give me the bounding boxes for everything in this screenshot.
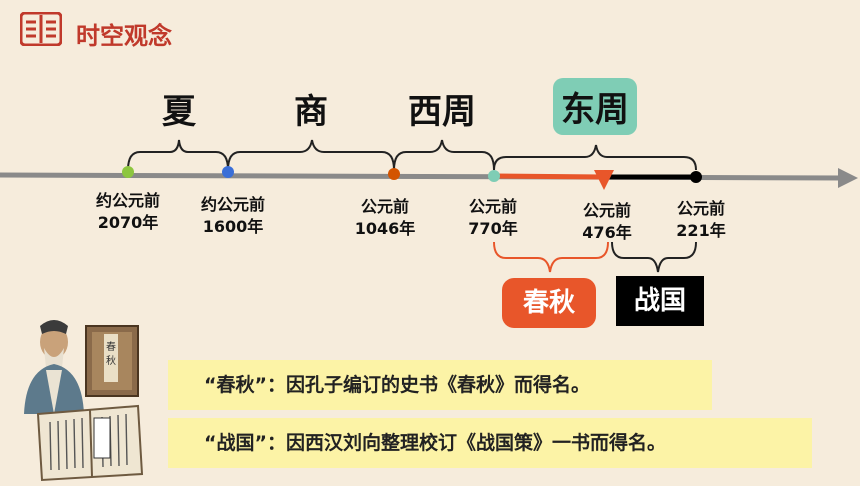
node-476-marker [594,170,614,190]
svg-text:秋: 秋 [106,354,116,367]
note-zhanguo: “战国”：因西汉刘向整理校订《战国策》一书而得名。 [168,418,812,468]
node-2070 [122,166,134,178]
brace-xizhou [393,139,495,171]
node-770 [488,170,500,182]
date-prefix: 公元前 [360,197,409,216]
dynasty-dongzhou: 东周 [553,78,637,135]
brace-xia [127,139,229,171]
timeline-axis [0,172,846,181]
brace-shang [227,139,395,171]
svg-text:春: 春 [106,341,116,353]
timeline-arrow-icon [838,168,858,188]
date-prefix: 约公元前 [200,195,265,214]
date-year: 1046年 [354,219,416,238]
period-zhanguo-box: 战国 [616,276,704,326]
dynasty-xizhou: 西周 [408,92,476,132]
date-prefix: 约公元前 [95,191,160,210]
confucius-portrait [16,318,90,414]
dynasty-xia: 夏 [162,92,196,132]
header: 时空观念 [0,0,860,60]
brace-chunqiu [493,241,609,273]
node-1046 [388,168,400,180]
date-2070: 约公元前 2070年 [83,190,173,234]
node-221 [690,171,702,183]
date-year: 2070年 [97,213,159,232]
date-prefix: 公元前 [468,197,517,216]
date-221: 公元前 221年 [656,198,746,242]
date-year: 1600年 [202,217,264,236]
date-year: 770年 [468,219,518,238]
dynasty-shang: 商 [294,92,328,132]
ancient-book-standing: 春 秋 [84,324,140,398]
date-1600: 约公元前 1600年 [188,194,278,238]
ancient-book-open [34,404,144,482]
chunqiu-segment [493,173,605,180]
brace-zhanguo [611,241,697,273]
date-1046: 公元前 1046年 [340,196,430,240]
date-476: 公元前 476年 [562,200,652,244]
date-prefix: 公元前 [582,201,631,220]
date-year: 221年 [676,221,726,240]
book-icon [19,11,63,47]
date-year: 476年 [582,223,632,242]
brace-dongzhou [493,144,697,171]
date-prefix: 公元前 [676,199,725,218]
date-770: 公元前 770年 [448,196,538,240]
node-1600 [222,166,234,178]
note-chunqiu: “春秋”：因孔子编订的史书《春秋》而得名。 [168,360,712,410]
page-title: 时空观念 [76,22,172,50]
period-chunqiu-box: 春秋 [502,278,596,328]
